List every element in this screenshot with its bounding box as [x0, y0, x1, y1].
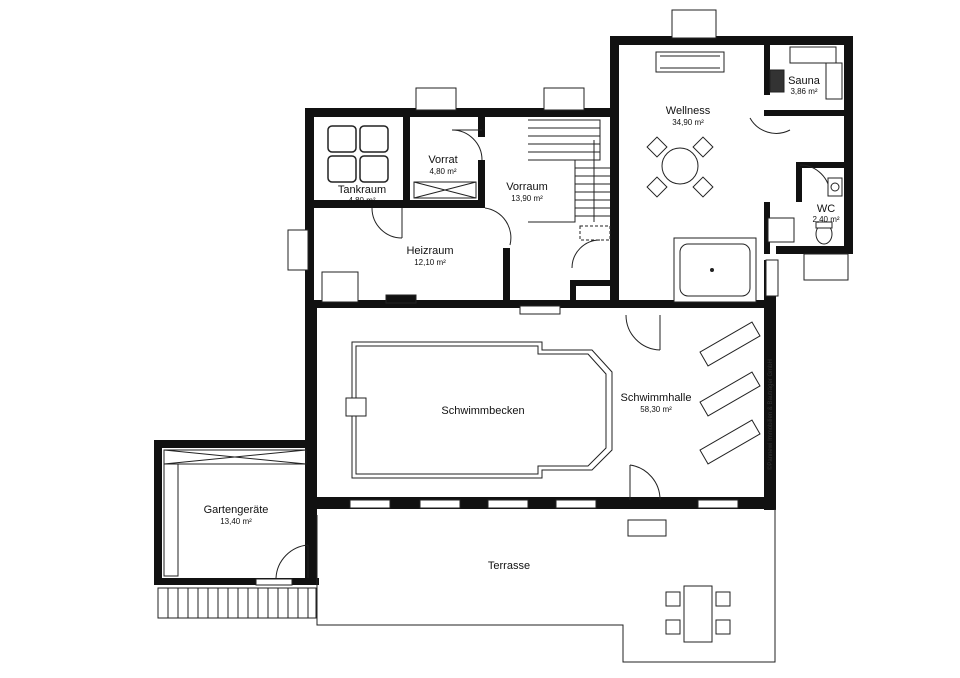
copyright-text: ©Pannewi Immobilien & Bauträger GmbH — [767, 359, 774, 470]
heizraum-area: 12,10 m² — [414, 258, 446, 267]
terrace-table — [665, 585, 731, 643]
wellness-name: Wellness — [666, 105, 711, 117]
heizraum-name: Heizraum — [406, 245, 453, 257]
wc-name: WC — [817, 203, 835, 215]
vorraum-name: Vorraum — [506, 181, 548, 193]
wc-area: 2,40 m² — [812, 215, 839, 224]
vorrat-shelf — [413, 181, 477, 199]
vorrat-area: 4,80 m² — [429, 167, 456, 176]
wellness-area: 34,90 m² — [672, 118, 704, 127]
schwimmbecken-label: Schwimmbecken — [441, 405, 524, 417]
sauna-area: 3,86 m² — [790, 87, 817, 96]
doors — [275, 117, 831, 579]
exterior-stairs — [157, 587, 317, 619]
vorrat-name: Vorrat — [428, 154, 457, 166]
walls — [154, 36, 853, 585]
gartengeraete-area: 13,40 m² — [220, 517, 252, 526]
garden-shelves — [163, 449, 307, 577]
sauna-benches — [769, 46, 843, 100]
wc-fixtures — [767, 177, 843, 245]
windows — [255, 9, 849, 586]
sauna-name: Sauna — [788, 75, 821, 87]
tankraum-area: 4,80 m² — [348, 196, 375, 205]
terrace-outline — [316, 509, 776, 663]
tankraum-tanks — [327, 125, 389, 183]
schwimmhalle-name: Schwimmhalle — [621, 392, 692, 404]
room-labels: Wellness 34,90 m² Sauna 3,86 m² Vorrat 4… — [204, 75, 840, 572]
sun-loungers — [699, 321, 761, 465]
wellness-table — [646, 136, 714, 198]
schwimmhalle-area: 58,30 m² — [640, 405, 672, 414]
wellness-bench — [655, 51, 725, 73]
pool — [345, 341, 613, 479]
heizraum-boiler — [321, 271, 417, 304]
staircase — [528, 119, 611, 241]
tankraum-name: Tankraum — [338, 184, 386, 196]
terrasse-label: Terrasse — [488, 560, 530, 572]
whirlpool — [673, 237, 757, 303]
vorraum-area: 13,90 m² — [511, 194, 543, 203]
gartengeraete-name: Gartengeräte — [204, 504, 269, 516]
